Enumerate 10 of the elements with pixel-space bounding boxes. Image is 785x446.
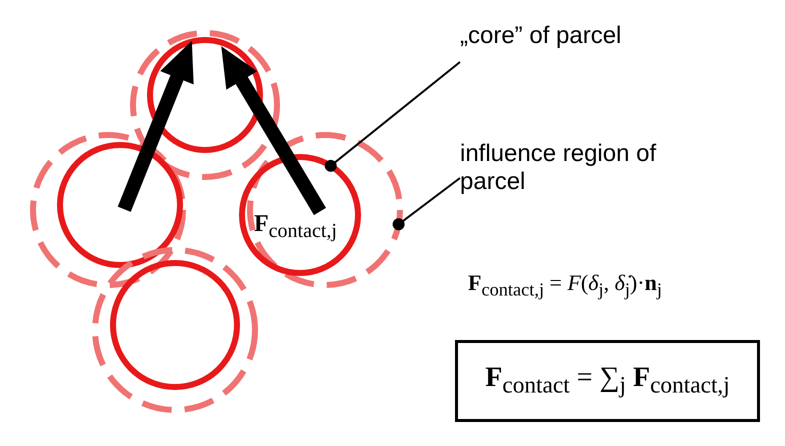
leader-line	[392, 177, 461, 230]
force-label: F$_{contact,j}$	[254, 211, 337, 243]
callout-label: „core” of parcel	[460, 22, 622, 49]
callout-label: influence region of parcel	[460, 140, 656, 195]
force-arrow	[118, 40, 194, 212]
force-arrow	[221, 46, 326, 216]
formula: F$_{contact,j}$ = F(δ$_{j}$, δ̇$_{j}$)·n$_{j}$	[468, 270, 662, 300]
formula-box	[455, 340, 760, 422]
formula: F$_{contact}$ = ∑$_{j}$ F$_{contact,j}$	[485, 362, 730, 400]
leader-line	[324, 61, 461, 172]
